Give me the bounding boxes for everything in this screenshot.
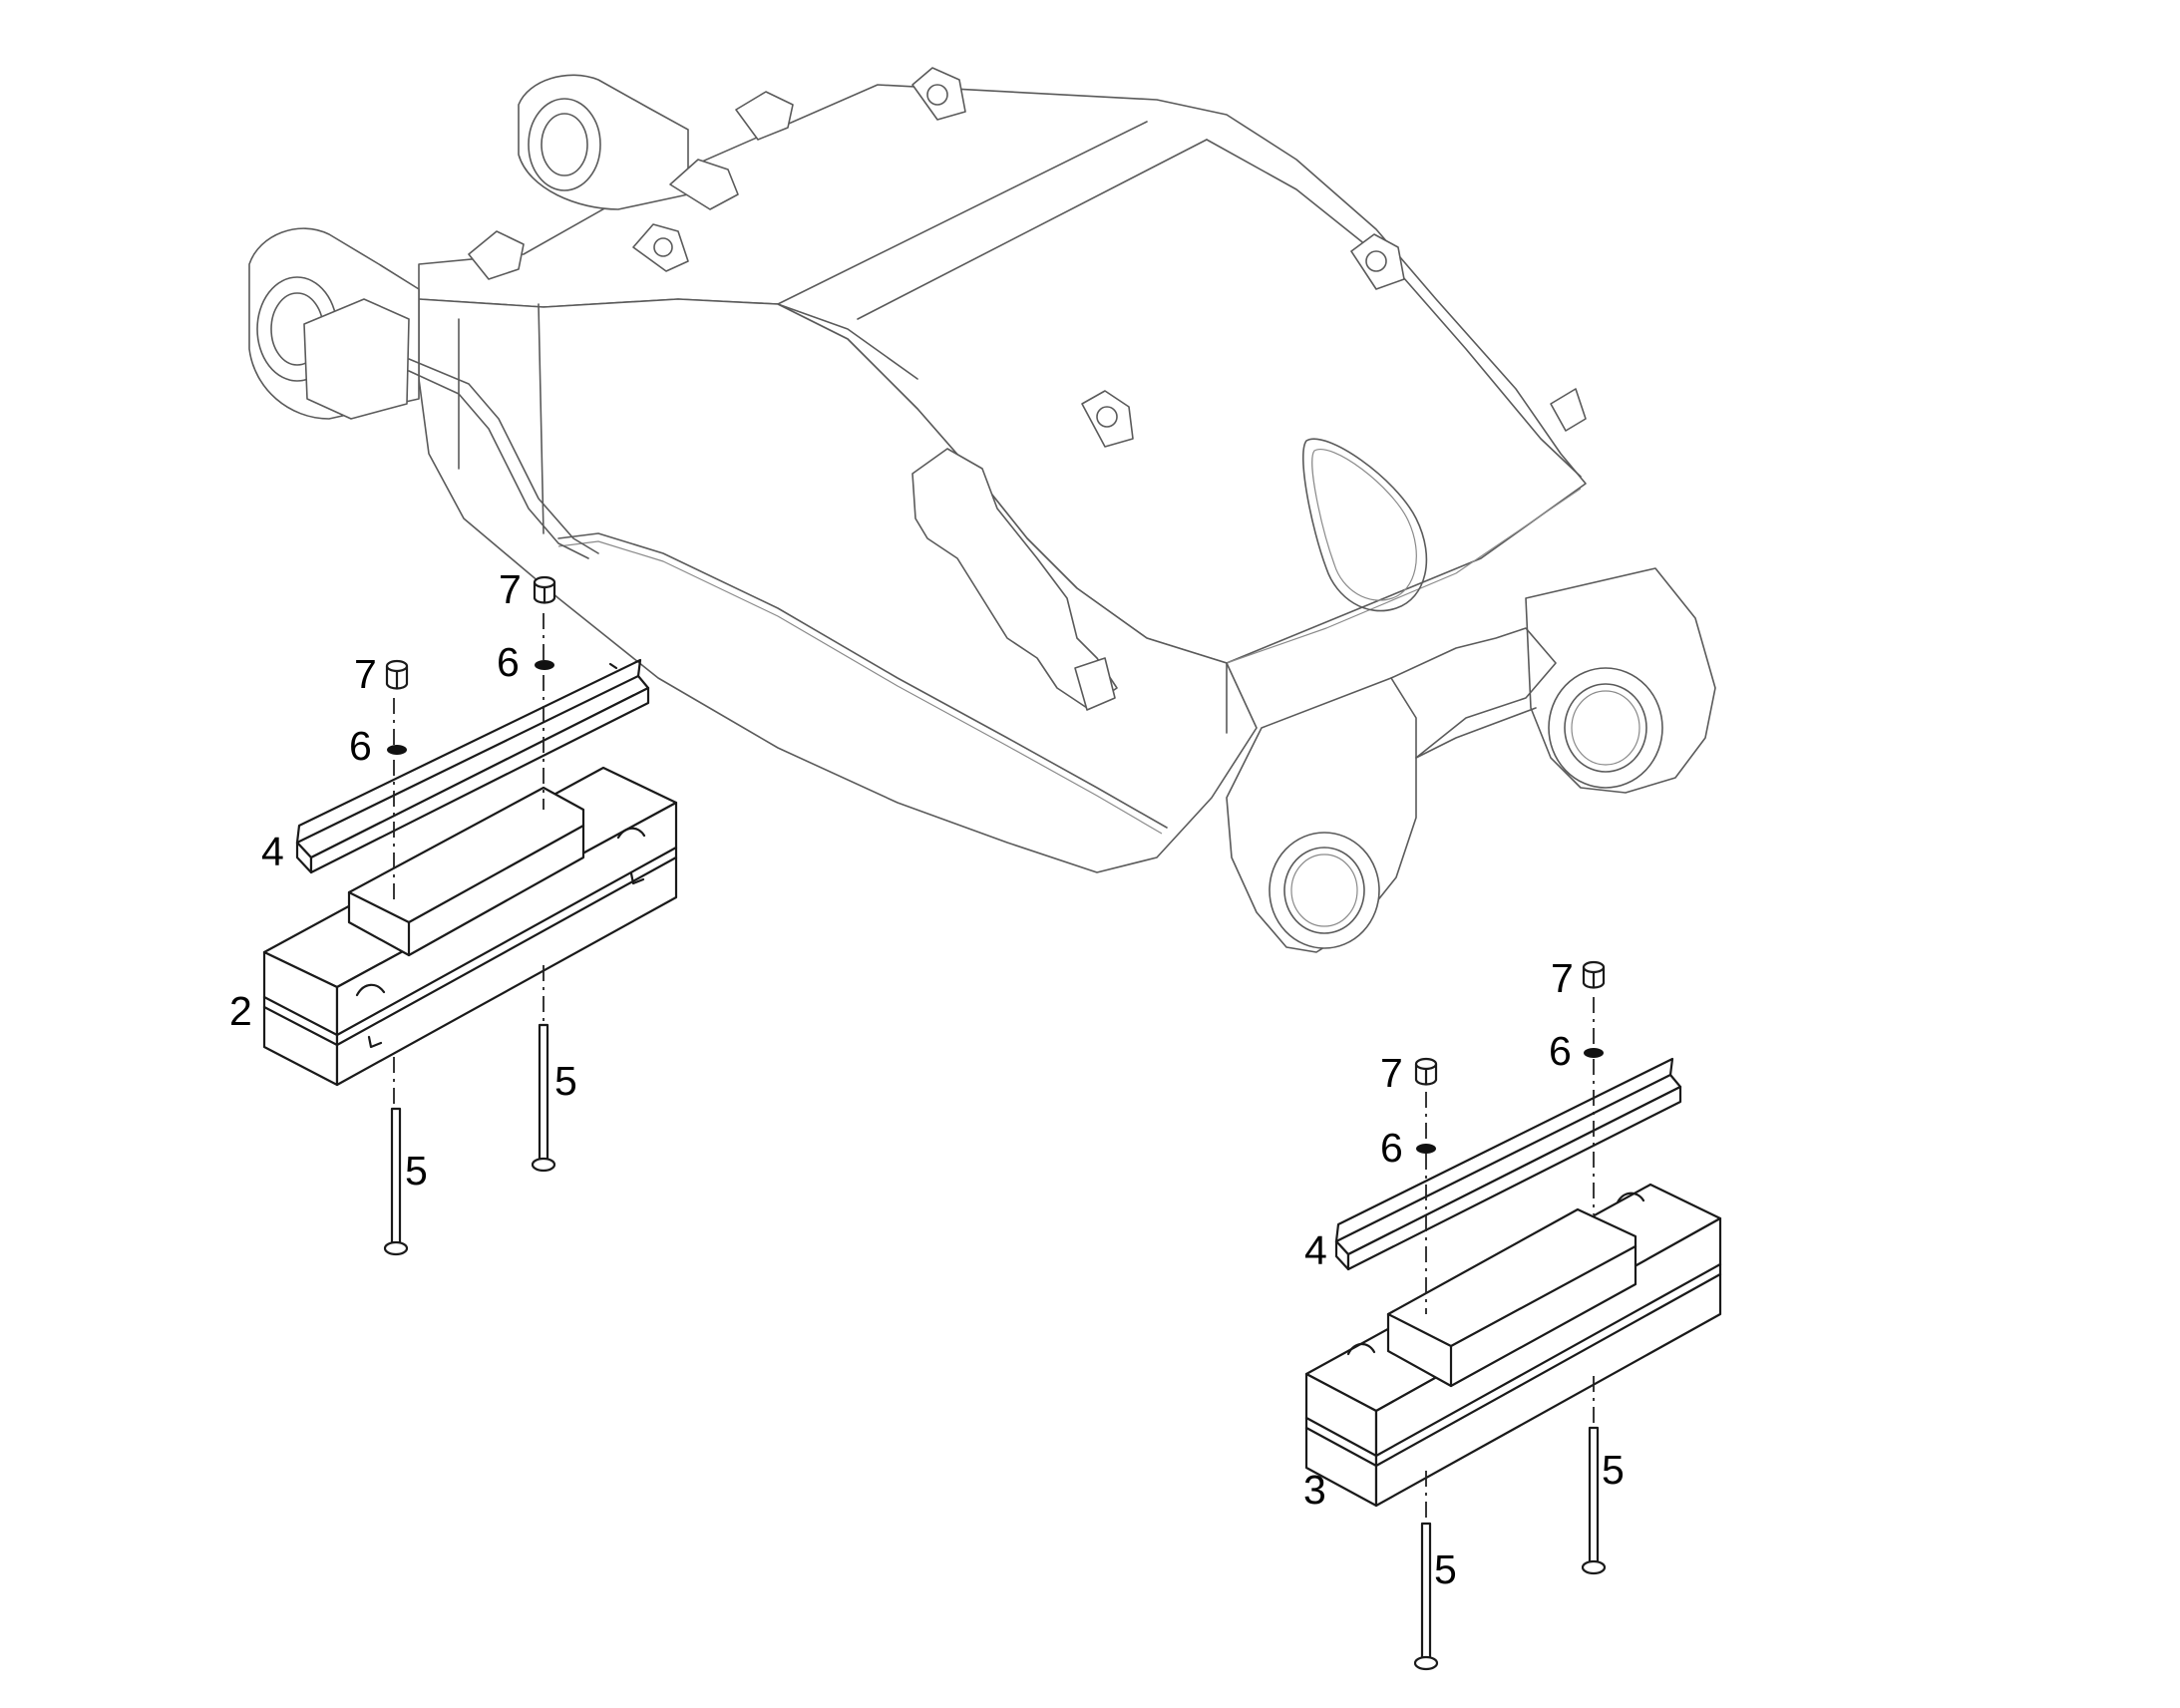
callout-item-3: 3 <box>1303 1467 1326 1513</box>
callout-item-7: 7 <box>499 566 522 612</box>
left-nut-a <box>385 659 409 690</box>
right-callouts: 7 6 7 6 4 3 5 5 <box>1303 955 1625 1592</box>
right-channel-bracket <box>1334 1057 1682 1271</box>
callout-item-4: 4 <box>261 829 284 874</box>
right-bolt-b <box>1581 1426 1607 1575</box>
callout-item-5: 5 <box>1602 1447 1625 1493</box>
right-washer-a <box>1416 1144 1436 1154</box>
boom-front-bosses <box>1226 567 1716 953</box>
left-channel-bracket <box>295 658 650 874</box>
callout-item-4: 4 <box>1304 1227 1327 1273</box>
boom-lugs <box>632 67 1587 448</box>
right-nut-b <box>1582 960 1606 989</box>
left-counterweight-group <box>262 575 678 1256</box>
left-nut-b <box>533 575 556 604</box>
left-counterweight-block <box>262 766 678 1087</box>
callout-item-5: 5 <box>405 1148 428 1194</box>
callout-item-6: 6 <box>1380 1125 1403 1171</box>
callout-item-7: 7 <box>1380 1050 1403 1096</box>
left-callouts: 7 6 7 6 4 2 5 5 <box>229 566 577 1194</box>
callout-item-7: 7 <box>1551 955 1574 1001</box>
callout-item-2: 2 <box>229 988 252 1034</box>
right-bolt-a <box>1413 1522 1439 1671</box>
callout-item-5: 5 <box>554 1058 577 1104</box>
left-bolt-a <box>383 1107 409 1256</box>
right-counterweight-group <box>1304 960 1722 1671</box>
callout-item-6: 6 <box>349 723 372 769</box>
right-washer-b <box>1584 1048 1604 1058</box>
right-counterweight-block <box>1304 1183 1722 1508</box>
left-washer-a <box>387 745 407 755</box>
callout-item-6: 6 <box>497 639 520 685</box>
callout-item-7: 7 <box>354 651 377 697</box>
left-washer-b <box>535 660 554 670</box>
right-nut-a <box>1414 1057 1438 1086</box>
callout-item-6: 6 <box>1549 1028 1572 1074</box>
left-bolt-b <box>531 1023 556 1173</box>
boom-rear-bosses <box>248 74 794 559</box>
callout-item-5: 5 <box>1434 1546 1457 1592</box>
boom-assembly <box>248 67 1716 953</box>
